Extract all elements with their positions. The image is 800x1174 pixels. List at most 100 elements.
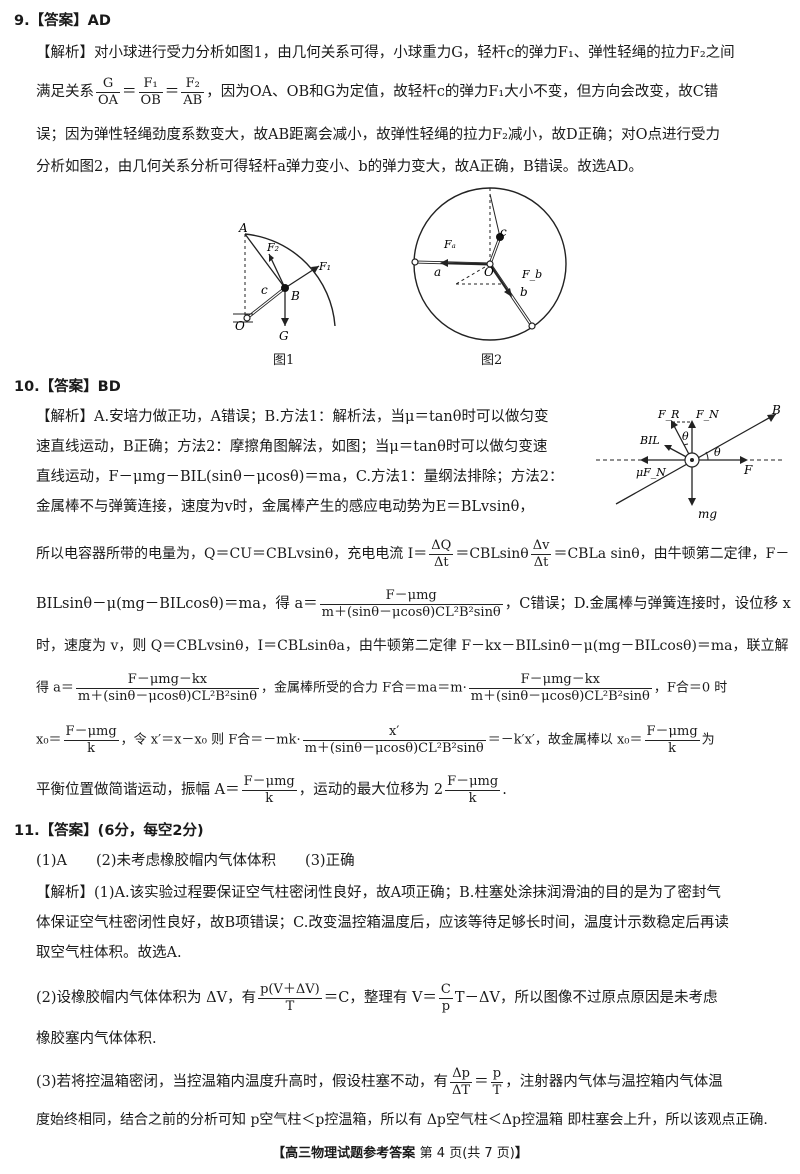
q11-text: ＝C，整理有 V＝ <box>323 990 437 1007</box>
frac-den: k <box>87 740 96 756</box>
force-fa-arrow <box>443 262 491 265</box>
frac-num: p(V＋ΔV) <box>258 982 322 999</box>
frac-num: F₂ <box>181 76 205 93</box>
q10-text: 所以电容器所带的电量为，Q＝CU＝CBLvsinθ，充电电流 I＝ <box>36 546 428 563</box>
arrowhead <box>688 420 696 428</box>
frac-num: G <box>96 76 121 93</box>
label-mu-fn: μF_N <box>636 466 666 479</box>
frac-den: k <box>468 790 477 806</box>
q10-analysis-line2: 速直线运动，B正确；方法2：摩擦角图解法，如图；当μ＝tanθ时可以做匀变速 <box>36 439 548 455</box>
label-fr: F_R <box>657 408 679 421</box>
q11-analysis-line3: 取空气柱体积。故选A. <box>36 945 182 961</box>
hinge-o <box>243 314 251 322</box>
arrowhead <box>640 456 648 464</box>
q10-text: . <box>502 782 507 799</box>
arrowhead <box>269 254 274 262</box>
q9-header: 9.【答案】AD <box>14 13 111 29</box>
label-theta-2: θ <box>714 446 721 459</box>
q10-text: ，金属棒所受的合力 F合＝ma＝m· <box>261 680 467 696</box>
frac-num: C <box>438 982 453 999</box>
q9-analysis-line4: 分析如图2，由几何关系分析可得轻杆a弹力变小、b的弹力变大，故A正确，B错误。故… <box>36 159 643 175</box>
joint-o <box>486 260 494 268</box>
label-c: c <box>261 283 268 297</box>
frac-den: m＋(sinθ－μcosθ)CL²B²sinθ <box>470 688 650 704</box>
label-a: a <box>434 265 441 279</box>
frac-den: ΔT <box>452 1082 471 1098</box>
arrowhead <box>664 445 672 451</box>
frac-den: k <box>668 740 677 756</box>
angle-arc <box>683 443 689 446</box>
label-theta-1: θ <box>682 430 689 443</box>
label-b: b <box>520 285 528 299</box>
arrowhead <box>311 266 319 273</box>
frac-den: m＋(sinθ－μcosθ)CL²B²sinθ <box>321 604 501 620</box>
q11-analysis-line5: 橡胶塞内气体体积. <box>36 1031 157 1047</box>
q10-text: ＝CBLsinθ <box>455 546 529 563</box>
arrowhead <box>281 318 289 326</box>
q10-text: 得 a＝ <box>36 680 74 696</box>
arc-surface <box>244 233 336 327</box>
q11-text: (3)若将控温箱密闭，当控温箱内温度升高时，假设柱塞不动，有 <box>36 1074 449 1091</box>
arrowhead <box>740 456 748 464</box>
rod-c-inner <box>246 287 286 319</box>
frac-num: Δp <box>450 1066 473 1083</box>
frac-num: F－μmg <box>63 724 119 741</box>
q11-text: T－ΔV，所以图像不过原点原因是未考虑 <box>454 990 718 1007</box>
label-fb: F_b <box>521 268 542 281</box>
frac-num: F－μmg <box>319 588 503 605</box>
fraction-x-prime: x′m＋(sinθ－μcosθ)CL²B²sinθ <box>302 724 486 756</box>
frac-den: m＋(sinθ－μcosθ)CL²B²sinθ <box>304 740 484 756</box>
force-fb-arrow <box>489 263 511 295</box>
elastic-cord <box>244 233 286 289</box>
q11-analysis-line1: 【解析】(1)A.该实验过程要保证空气柱密闭性良好，故A项正确；B.柱塞处涂抹润… <box>36 885 721 901</box>
frac-den: T <box>492 1082 502 1098</box>
frac-den: OA <box>98 92 119 108</box>
q10-text: 平衡位置做简谐运动，振幅 A＝ <box>36 782 240 799</box>
label-c: c <box>500 225 507 239</box>
footer-page-number: 第 4 页(共 7 页) <box>419 1146 515 1161</box>
frac-den: AB <box>183 92 203 108</box>
q10-text: ，F合＝0 时 <box>653 680 728 696</box>
q10-analysis-line7: 时，速度为 v，则 Q＝CBLvsinθ，I＝CBLsinθa，由牛顿第二定律 … <box>36 638 789 654</box>
frac-num: p <box>490 1066 504 1083</box>
q10-analysis-line4: 金属棒不与弹簧连接，速度为v时，金属棒产生的感应电动势为E＝BLvsinθ， <box>36 499 534 515</box>
arrowhead <box>767 414 776 422</box>
cord <box>489 193 501 238</box>
label-f: F <box>743 463 753 477</box>
frac-num: ΔQ <box>429 538 454 555</box>
q10-text: x₀＝ <box>36 732 62 748</box>
frac-num: F－μmg－kx <box>75 672 260 689</box>
q11-answers: (1)A (2)未考虑橡胶帽内气体体积 (3)正确 <box>36 853 355 869</box>
q10-text: ，运动的最大位移为 2 <box>298 782 444 799</box>
q10-header: 10.【答案】BD <box>14 379 121 395</box>
arrowhead <box>440 259 448 267</box>
angle-arc <box>705 451 709 461</box>
hinge-bottom <box>528 322 536 330</box>
frac-num: x′ <box>302 724 486 741</box>
q10-analysis-line1: 【解析】A.安培力做正功，A错误；B.方法1：解析法，当μ＝tanθ时可以做匀变 <box>36 409 549 425</box>
q9-text: 满足关系 <box>36 84 94 101</box>
ball <box>496 233 504 241</box>
arrowhead <box>688 498 696 506</box>
ball <box>281 284 289 292</box>
q10-text: ＝CBLa sinθ，由牛顿第二定律，F－ <box>553 546 790 563</box>
label-g: G <box>279 329 289 343</box>
q10-text: 为 <box>701 732 715 748</box>
q10-text: BILsinθ－μ(mg－BILcosθ)＝ma，得 a＝ <box>36 596 318 613</box>
arrowhead <box>504 288 512 297</box>
q11-text: ，注射器内气体与温控箱内气体温 <box>505 1074 723 1091</box>
frac-num: Δv <box>530 538 552 555</box>
frac-num: F－μmg <box>644 724 700 741</box>
frac-num: F－μmg <box>241 774 297 791</box>
